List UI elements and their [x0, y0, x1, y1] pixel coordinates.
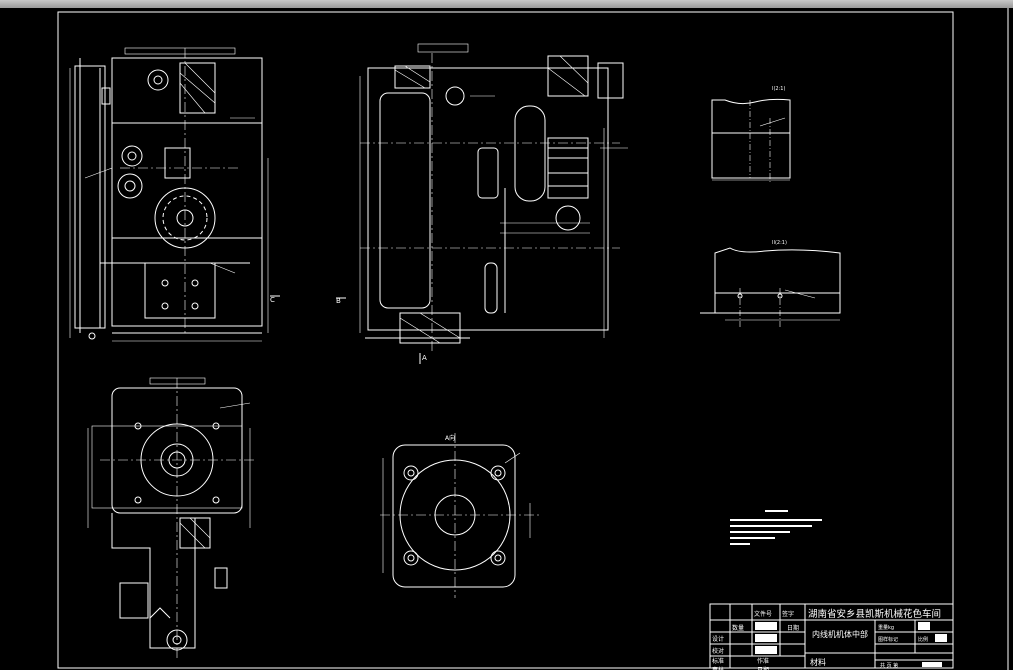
weight-label: 重量kg [878, 624, 894, 631]
side-section-view [359, 43, 628, 353]
drawing-frame [57, 11, 954, 669]
front-section-view [69, 47, 269, 342]
a-view-label: A向 [445, 434, 455, 442]
detail-1-label: I(2:1) [772, 86, 785, 92]
drawing-canvas[interactable]: A B C A向 I(2:1) II(2:1) 湖南省安乡县凯斯机械花色车间 内… [0, 8, 1013, 670]
col-sign: 签字 [782, 610, 794, 618]
detail-view-1 [711, 98, 791, 183]
scale-label: 比例 [918, 636, 928, 643]
part-name: 内线机机体中部 [812, 629, 868, 639]
top-view [87, 377, 255, 658]
title-block-fills [755, 622, 947, 667]
row-review: 审核 [712, 666, 724, 670]
make-label: 作准 [757, 657, 769, 665]
material-label: 材料 [810, 657, 826, 667]
section-a-label: A [422, 354, 427, 362]
section-c-label: C [270, 296, 275, 304]
date-label: 日期 [757, 666, 769, 670]
company-name: 湖南省安乡县凯斯机械花色车间 [808, 608, 941, 620]
technical-notes [730, 510, 822, 545]
row-design: 设计 [712, 635, 724, 643]
row-check: 校对 [712, 647, 724, 655]
page-count-label: 共 页 第 [880, 662, 898, 669]
section-marks [270, 295, 421, 364]
title-block [709, 603, 954, 669]
col-date: 日期 [787, 624, 799, 632]
col-file: 文件号 [754, 610, 772, 618]
detail-2-label: II(2:1) [772, 240, 787, 246]
detail-view-2 [700, 247, 841, 328]
a-direction-view [380, 433, 540, 598]
section-b-label: B [336, 297, 341, 305]
window-title-bar [0, 0, 1013, 8]
sheet-mark-label: 图样标记 [878, 636, 898, 643]
row-standard: 标准 [712, 657, 724, 665]
col-count: 数量 [732, 624, 744, 632]
